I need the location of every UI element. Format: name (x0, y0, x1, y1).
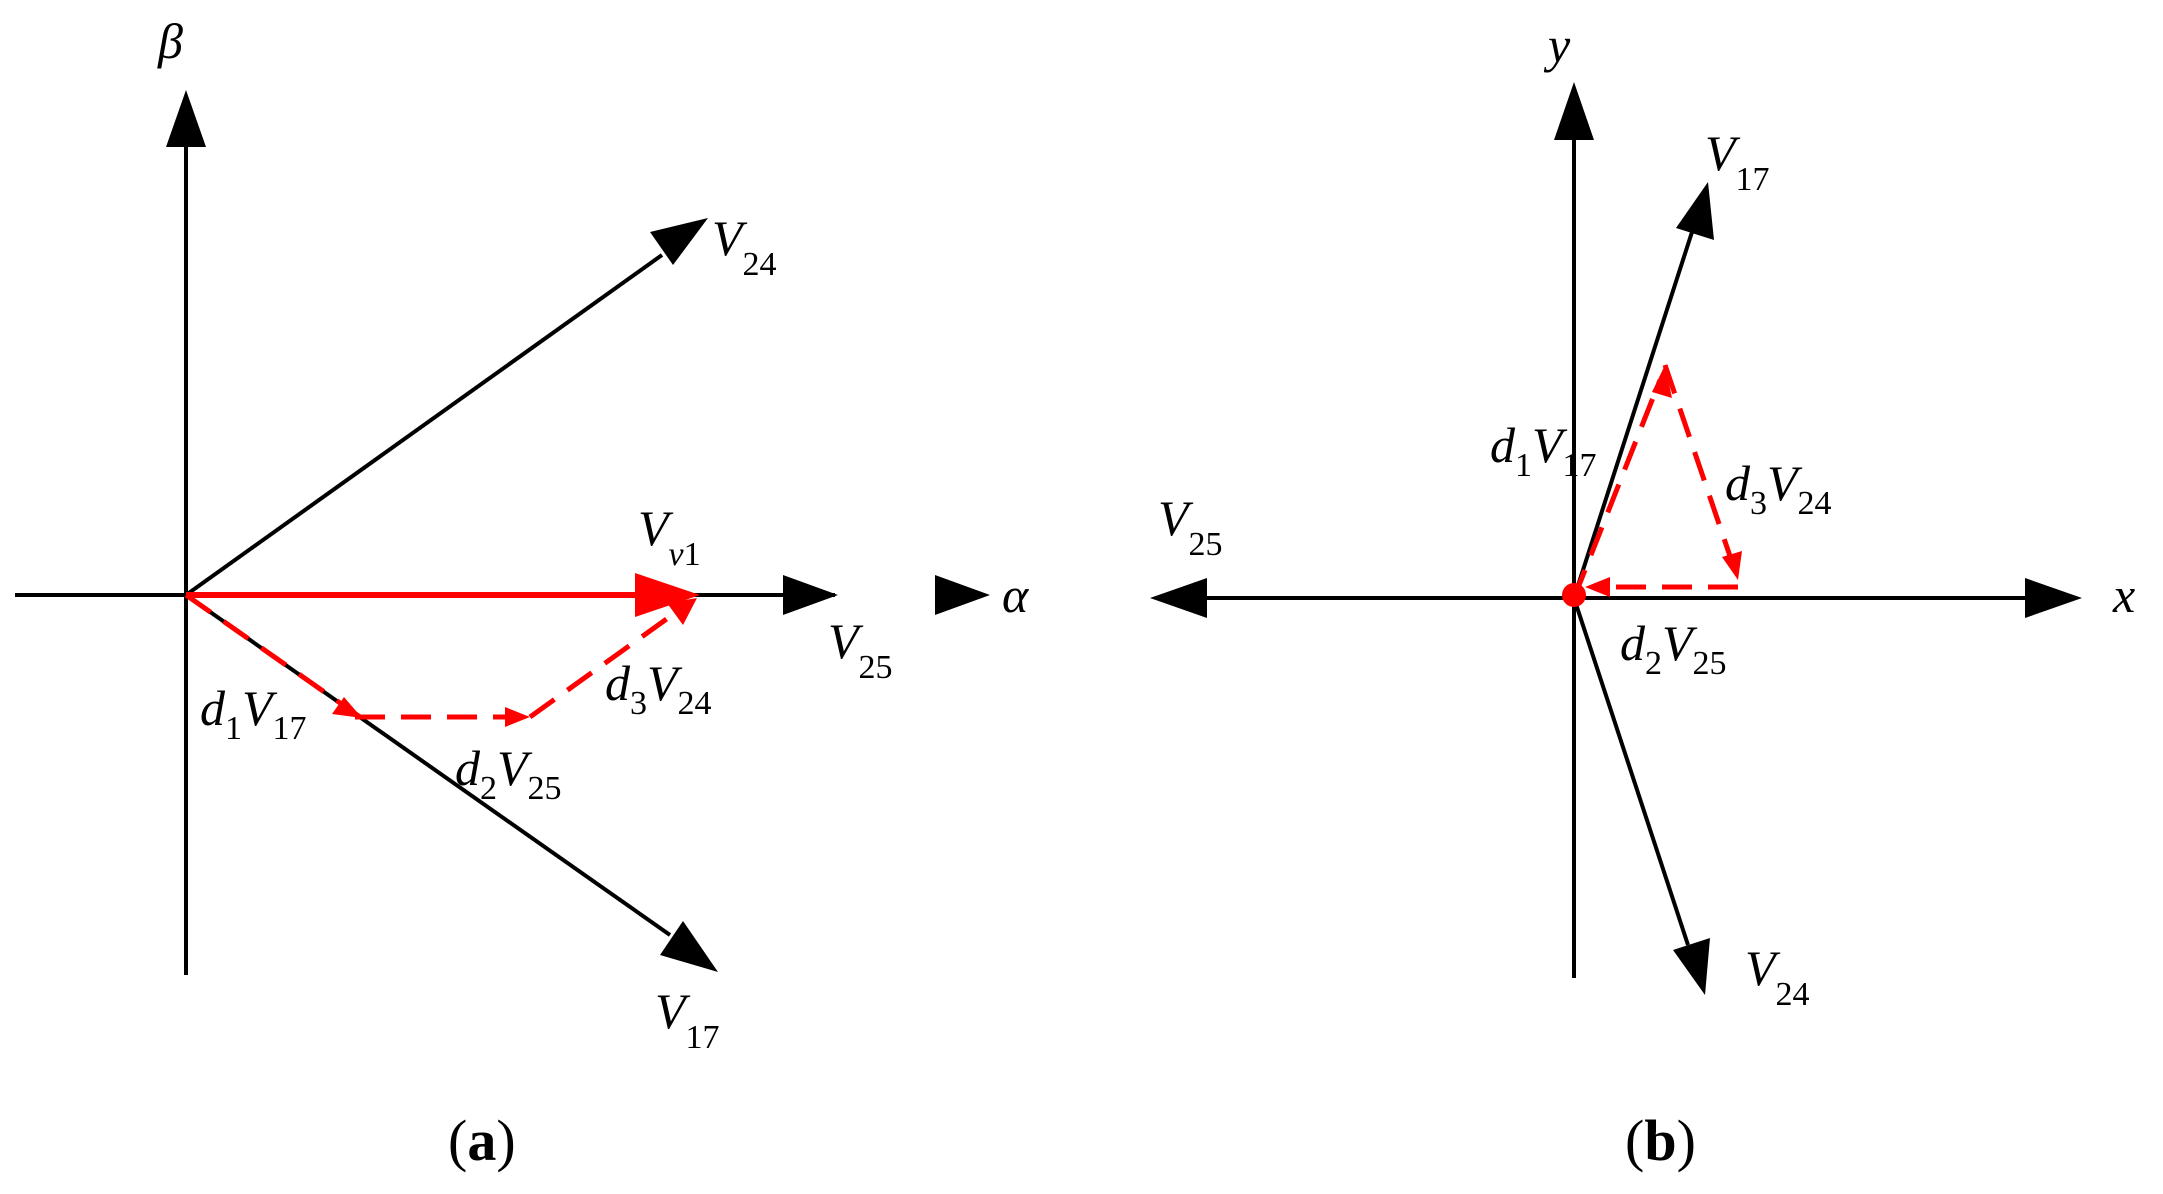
v25-label: V25 (828, 613, 893, 686)
vv1-arrow (635, 573, 700, 617)
alpha-axis-arrow (935, 575, 990, 615)
d3v24-label-b: d3V24 (1725, 455, 1832, 522)
d1v17-arrow (332, 697, 362, 718)
v25-arrow (783, 575, 838, 615)
panel-a: β α V24 Vv1 V25 V17 d1V17 d2V25 d3V24 (a… (15, 13, 1030, 1173)
v24-label: V24 (712, 210, 777, 283)
d2v25-arrow-b (1585, 577, 1610, 597)
y-axis-arrow (1554, 82, 1594, 140)
v17-vector-b (1572, 231, 1694, 599)
alpha-axis-label: α (1002, 567, 1030, 623)
d3v24-label: d3V24 (605, 655, 712, 722)
caption-b: (b) (1625, 1108, 1696, 1173)
panel-b: y x V17 V25 V24 d1V17 d3V24 d2V25 (b) (1150, 17, 2135, 1173)
d2v25-label: d2V25 (455, 740, 562, 807)
v24-arrow (650, 218, 708, 265)
d3v24-dashed-b (1662, 364, 1736, 566)
origin-dot (1562, 583, 1586, 607)
caption-a: (a) (448, 1108, 516, 1173)
d3v24-arrow (667, 598, 697, 625)
d1v17-label-b: d1V17 (1490, 417, 1597, 484)
beta-axis-label: β (157, 13, 183, 69)
d2v25-arrow (505, 707, 530, 727)
v17-arrow (660, 921, 718, 972)
vv1-label: Vv1 (638, 500, 701, 573)
d3v24-dashed (528, 610, 677, 720)
v24-arrow-b (1673, 938, 1710, 995)
d2v25-label-b: d2V25 (1620, 615, 1727, 682)
y-axis-label: y (1543, 17, 1571, 73)
v17-arrow-b (1676, 182, 1714, 240)
v17-label-b: V17 (1705, 125, 1770, 198)
v24-vector (184, 253, 664, 597)
d3v24-arrow-b (1722, 551, 1742, 580)
x-axis-label: x (2112, 567, 2135, 623)
d1v17-dashed-b (1571, 379, 1663, 599)
x-axis-arrow (2025, 578, 2082, 618)
v17-label: V17 (655, 983, 720, 1056)
v25-arrow-b (1150, 578, 1207, 618)
d1v17-label: d1V17 (200, 680, 307, 747)
v25-label-b: V25 (1158, 490, 1223, 563)
v24-vector-b (1572, 597, 1690, 946)
beta-axis-arrow (166, 90, 206, 147)
v24-label-b: V24 (1745, 940, 1810, 1013)
v17-vector (184, 593, 672, 937)
d1v17-arrow-b (1652, 365, 1672, 398)
d1v17-dashed (184, 592, 362, 720)
